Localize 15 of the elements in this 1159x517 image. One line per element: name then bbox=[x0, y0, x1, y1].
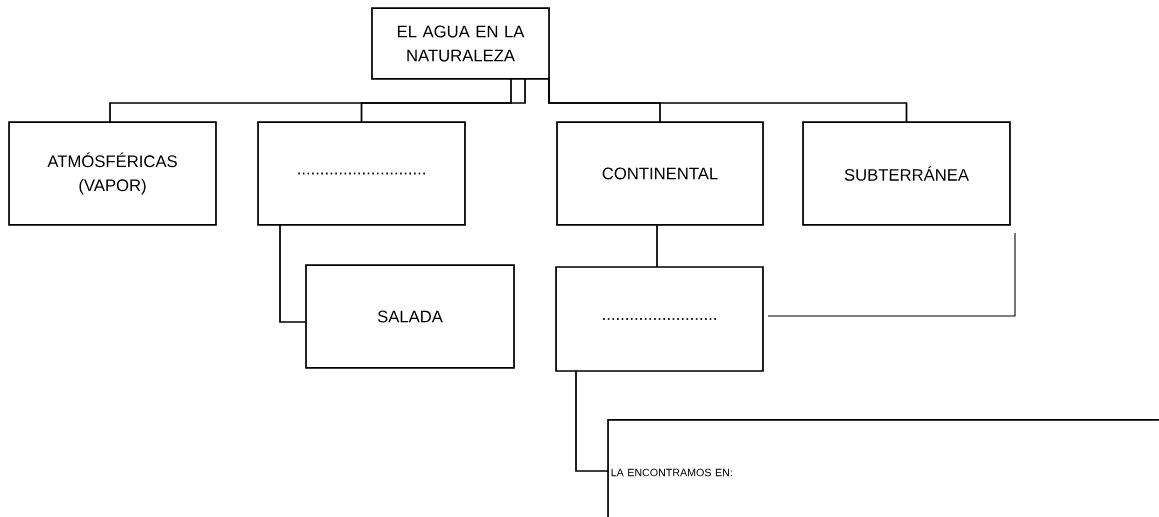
concept-box: ......................... bbox=[555, 266, 764, 372]
connector-line bbox=[360, 78, 526, 123]
concept-box: SALADA bbox=[305, 264, 515, 369]
concept-box: EL AGUA EN LA NATURALEZA bbox=[371, 7, 550, 80]
connector-line bbox=[767, 232, 1016, 317]
connector-line bbox=[548, 78, 908, 123]
answer-box: LA ENCONTRAMOS EN: bbox=[607, 419, 1159, 517]
concept-box: ATMÓSFÉRICAS (VAPOR) bbox=[8, 121, 217, 226]
concept-box: ............................ bbox=[257, 121, 466, 226]
connector-line bbox=[279, 224, 307, 323]
connector-line bbox=[656, 224, 658, 268]
connector-line bbox=[575, 370, 609, 472]
concept-box: CONTINENTAL bbox=[556, 121, 764, 226]
connector-line bbox=[109, 78, 512, 123]
concept-box: SUBTERRÁNEA bbox=[802, 121, 1011, 226]
